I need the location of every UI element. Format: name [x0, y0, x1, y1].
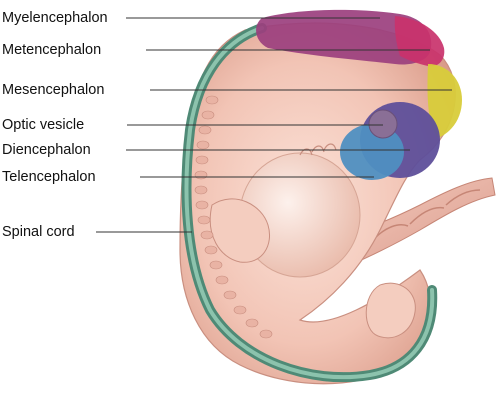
metencephalon-region [394, 16, 445, 67]
somites [194, 95, 273, 339]
label-optic-vesicle: Optic vesicle [2, 117, 85, 133]
lower-limb-bud [365, 282, 416, 339]
mesencephalon-region [427, 64, 462, 138]
upper-limb-bud [209, 198, 270, 263]
label-metencephalon: Metencephalon [2, 42, 102, 58]
label-telencephalon: Telencephalon [2, 169, 96, 185]
myelencephalon-region [256, 9, 432, 65]
label-spinal-cord: Spinal cord [2, 224, 75, 240]
label-mesencephalon: Mesencephalon [2, 82, 105, 98]
label-myelencephalon: Myelencephalon [2, 10, 108, 26]
leader-lines [96, 17, 452, 233]
optic-vesicle-region [368, 109, 398, 139]
label-diencephalon: Diencephalon [2, 142, 91, 158]
telencephalon-region [340, 124, 404, 180]
